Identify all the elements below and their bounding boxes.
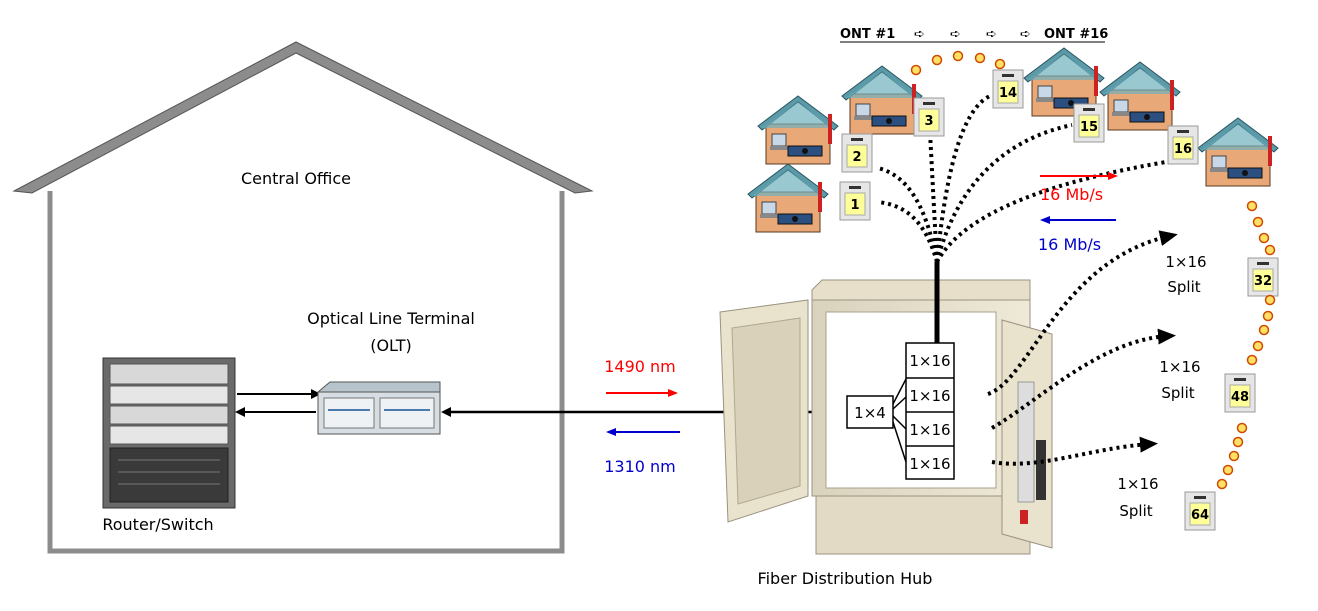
ellipsis-dot	[994, 58, 1006, 70]
ont-1: 1	[839, 181, 871, 221]
downstream-rate-label: 16 Mb/s	[1040, 185, 1103, 204]
hub-label: Fiber Distribution Hub	[758, 569, 933, 588]
ellipsis-dot	[1228, 450, 1240, 462]
olt-label-line1: Optical Line Terminal	[307, 309, 475, 328]
ellipsis-dot	[931, 54, 943, 66]
split-output-fibers	[987, 230, 1178, 466]
ellipsis-dot	[1216, 478, 1228, 490]
ont-14-label: 14	[999, 86, 1017, 101]
split-3-line1: 1×16	[1117, 475, 1158, 493]
ont-16-label: 16	[1174, 142, 1192, 157]
ellipsis-dot	[1246, 200, 1258, 212]
split-2-line1: 1×16	[1159, 358, 1200, 376]
main-splitter-box	[846, 395, 894, 429]
ont-3-label: 3	[924, 114, 933, 129]
ellipsis-dot	[1252, 340, 1264, 352]
ont-ellipsis-dots	[910, 50, 1276, 490]
ont-32-label: 32	[1254, 274, 1272, 289]
optical-line-terminal: Optical Line Terminal (OLT)	[307, 309, 475, 435]
secondary-splitter-1: 1×16	[909, 352, 950, 370]
ont-2: 2	[841, 133, 873, 173]
split-3-line2: Split	[1119, 502, 1152, 520]
ont-header-arrow-3: ➪	[986, 27, 997, 42]
ont-14: 14	[992, 69, 1024, 109]
ont-range-header: ONT #1 ➪ ➪ ➪ ➪ ONT #16	[840, 27, 1108, 43]
ont-header-arrow-1: ➪	[914, 27, 925, 42]
ont-header-arrow-4: ➪	[1020, 27, 1031, 42]
house-2	[757, 95, 839, 165]
ellipsis-dot	[1264, 244, 1276, 256]
ellipsis-dot	[1232, 436, 1244, 448]
ellipsis-dot	[952, 50, 964, 62]
central-office-building: Central Office	[12, 41, 594, 554]
ont-15: 15	[1073, 103, 1105, 143]
ont-48-label: 48	[1231, 390, 1249, 405]
upstream-wavelength-label: 1310 nm	[604, 457, 676, 476]
secondary-splitter-box	[905, 342, 955, 480]
ellipsis-dot	[1252, 216, 1264, 228]
ont-units: 1 2 3 14 15 16 32 48 64	[839, 69, 1279, 531]
secondary-splitter-2: 1×16	[909, 387, 950, 405]
drop-fibers	[877, 94, 1167, 343]
ont-2-label: 2	[852, 150, 861, 165]
ont-header-last: ONT #16	[1044, 27, 1108, 42]
ont-64-label: 64	[1191, 508, 1209, 523]
secondary-splitter-4: 1×16	[909, 455, 950, 473]
secondary-splitter-3: 1×16	[909, 421, 950, 439]
ellipsis-dot	[910, 64, 922, 76]
ellipsis-dot	[1222, 464, 1234, 476]
ont-1-label: 1	[850, 198, 859, 213]
split-2-line2: Split	[1161, 384, 1194, 402]
split-1-line2: Split	[1167, 278, 1200, 296]
router-switch-label: Router/Switch	[102, 515, 213, 534]
ellipsis-dot	[974, 52, 986, 64]
ont-3: 3	[913, 97, 945, 137]
ont-64: 64	[1184, 491, 1216, 531]
fiber-distribution-hub: Fiber Distribution Hub	[719, 279, 1053, 588]
split-1-line1: 1×16	[1165, 253, 1206, 271]
ont-16: 16	[1167, 125, 1199, 165]
central-office-label: Central Office	[241, 169, 351, 188]
ellipsis-dot	[1264, 294, 1276, 306]
router-switch: Router/Switch	[102, 357, 236, 534]
ellipsis-dot	[1258, 324, 1270, 336]
ont-header-arrow-2: ➪	[950, 27, 961, 42]
house-1	[747, 163, 829, 233]
ont-32: 32	[1247, 257, 1279, 297]
house-16	[1197, 117, 1279, 187]
splitter-group: 1×4 1×16 1×16 1×16 1×16	[846, 342, 955, 480]
olt-label-line2: (OLT)	[370, 336, 412, 355]
ellipsis-dot	[1262, 310, 1274, 322]
ellipsis-dot	[1246, 354, 1258, 366]
ellipsis-dot	[1258, 232, 1270, 244]
ont-header-first: ONT #1	[840, 27, 895, 42]
house-3	[841, 65, 923, 135]
ellipsis-dot	[1236, 422, 1248, 434]
ont-15-label: 15	[1080, 120, 1098, 135]
main-splitter-label: 1×4	[854, 404, 886, 422]
ont-48: 48	[1224, 373, 1256, 413]
house-15	[1099, 61, 1181, 131]
downstream-wavelength-label: 1490 nm	[604, 357, 676, 376]
upstream-rate-label: 16 Mb/s	[1038, 235, 1101, 254]
